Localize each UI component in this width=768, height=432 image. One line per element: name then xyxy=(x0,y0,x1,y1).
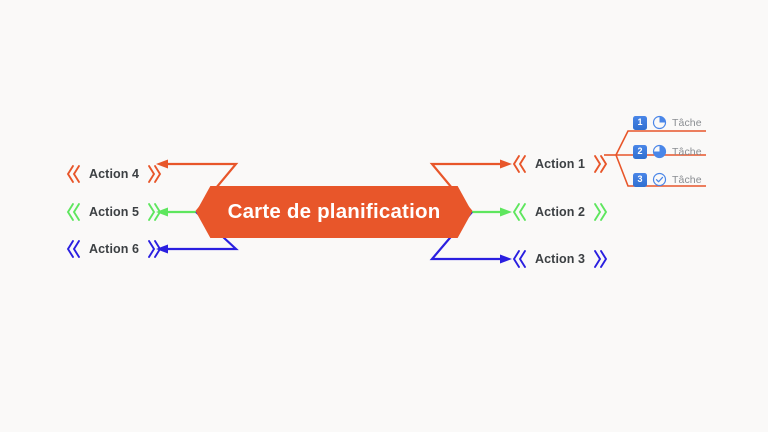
center-node-label: Carte de planification xyxy=(227,200,441,223)
double-chevron-left-icon xyxy=(512,155,526,173)
task-number-badge: 2 xyxy=(633,144,647,159)
task-number-badge: 1 xyxy=(633,115,647,130)
arrowhead-action-2 xyxy=(500,207,512,217)
arrowhead-action-4 xyxy=(156,159,168,169)
action-item-action-3[interactable]: Action 3 xyxy=(512,249,608,269)
action-label: Action 6 xyxy=(89,242,140,256)
double-chevron-left-icon xyxy=(66,240,80,258)
action-label: Action 2 xyxy=(535,205,586,219)
check-circle-icon xyxy=(652,172,667,187)
double-chevron-right-icon xyxy=(148,203,162,221)
action-item-action-6[interactable]: Action 6 xyxy=(66,239,162,259)
double-chevron-right-icon xyxy=(148,240,162,258)
arrowhead-action-1 xyxy=(500,159,512,169)
double-chevron-left-icon xyxy=(66,203,80,221)
task-row[interactable]: 2 Tâche xyxy=(633,144,702,159)
double-chevron-right-icon xyxy=(594,203,608,221)
task-label: Tâche xyxy=(672,116,702,129)
pie-progress-quarter-icon xyxy=(652,115,667,130)
task-label: Tâche xyxy=(672,145,702,158)
task-row[interactable]: 3 Tâche xyxy=(633,172,702,187)
double-chevron-left-icon xyxy=(512,203,526,221)
arrowhead-action-5 xyxy=(156,207,168,217)
task-underline-3 xyxy=(615,154,706,187)
arrowhead-action-6 xyxy=(156,244,168,254)
double-chevron-right-icon xyxy=(594,250,608,268)
action-label: Action 4 xyxy=(89,167,140,181)
task-underline-1 xyxy=(615,130,706,156)
action-label: Action 1 xyxy=(535,157,586,171)
action-label: Action 5 xyxy=(89,205,140,219)
task-number-badge: 3 xyxy=(633,172,647,187)
task-label: Tâche xyxy=(672,173,702,186)
double-chevron-left-icon xyxy=(512,250,526,268)
action-item-action-5[interactable]: Action 5 xyxy=(66,202,162,222)
double-chevron-right-icon xyxy=(148,165,162,183)
center-node[interactable]: Carte de planification xyxy=(196,186,472,238)
arrowhead-action-3 xyxy=(500,254,512,264)
action-item-action-2[interactable]: Action 2 xyxy=(512,202,608,222)
action-item-action-1[interactable]: Action 1 xyxy=(512,154,608,174)
task-row[interactable]: 1 Tâche xyxy=(633,115,702,130)
double-chevron-right-icon xyxy=(594,155,608,173)
double-chevron-left-icon xyxy=(66,165,80,183)
pie-progress-three-quarter-icon xyxy=(652,144,667,159)
action-label: Action 3 xyxy=(535,252,586,266)
action-item-action-4[interactable]: Action 4 xyxy=(66,164,162,184)
